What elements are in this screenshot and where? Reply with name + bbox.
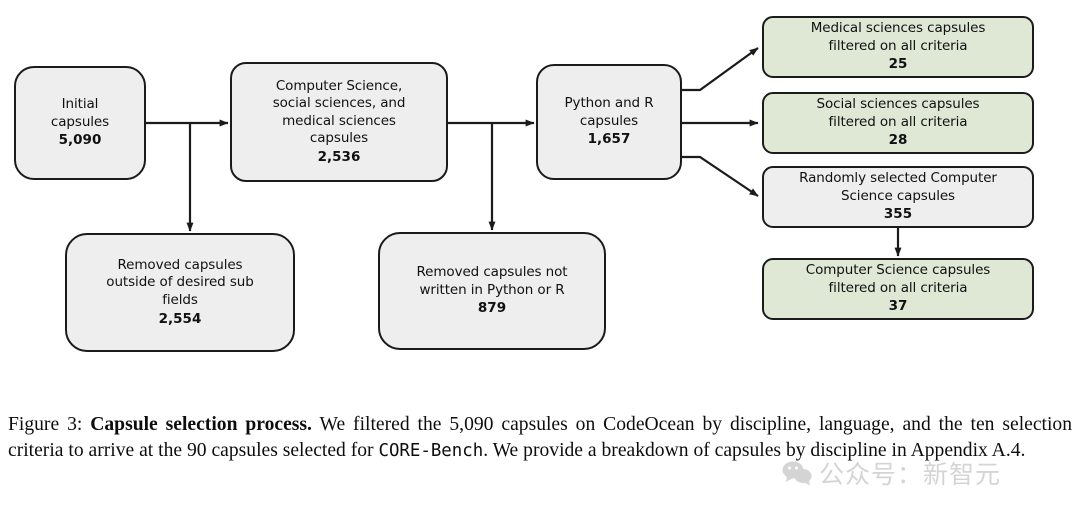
node-python-r-capsules-value: 1,657 (587, 131, 631, 148)
node-computer-science-filtered-value: 37 (888, 298, 908, 315)
node-python-r-capsules-label: Python and R capsules (564, 95, 654, 129)
node-medical-sciences-filtered[interactable]: Medical sciences capsules filtered on al… (762, 16, 1034, 78)
figure-caption: Figure 3: Capsule selection process. We … (8, 412, 1072, 464)
node-randomly-selected-cs-label: Randomly selected Computer Science capsu… (799, 170, 997, 204)
node-initial-capsules-label: Initial capsules (50, 96, 110, 130)
caption-body-part2: . We provide a breakdown of capsules by … (483, 440, 1026, 462)
node-social-sciences-filtered-value: 28 (888, 132, 908, 149)
node-removed-not-python-r[interactable]: Removed capsules not written in Python o… (378, 232, 606, 350)
node-computer-science-filtered-label: Computer Science capsules filtered on al… (805, 262, 991, 296)
node-randomly-selected-cs[interactable]: Randomly selected Computer Science capsu… (762, 166, 1034, 228)
edge-pythonr-to-random-cs (682, 155, 759, 197)
caption-label: Figure 3: (8, 414, 83, 435)
node-removed-outside-subfields-value: 2,554 (158, 310, 202, 327)
node-initial-capsules[interactable]: Initial capsules 5,090 (14, 66, 146, 180)
node-randomly-selected-cs-value: 355 (883, 206, 913, 223)
node-removed-not-python-r-value: 879 (477, 300, 507, 317)
caption-title: Capsule selection process. (90, 414, 312, 435)
node-disciplines-capsules[interactable]: Computer Science, social sciences, and m… (230, 62, 448, 182)
flowchart-figure: Initial capsules 5,090 Computer Science,… (14, 16, 1034, 352)
node-disciplines-capsules-label: Computer Science, social sciences, and m… (272, 77, 406, 147)
node-python-r-capsules[interactable]: Python and R capsules 1,657 (536, 64, 682, 180)
node-computer-science-filtered[interactable]: Computer Science capsules filtered on al… (762, 258, 1034, 320)
caption-benchmark-name: CORE-Bench (378, 441, 484, 462)
caption-body-part1: We filtered the 5,090 capsules on CodeOc… (8, 414, 1073, 462)
node-social-sciences-filtered[interactable]: Social sciences capsules filtered on all… (762, 92, 1034, 154)
node-social-sciences-filtered-label: Social sciences capsules filtered on all… (816, 96, 980, 130)
node-medical-sciences-filtered-label: Medical sciences capsules filtered on al… (810, 20, 986, 54)
edge-pythonr-to-medical (682, 47, 759, 92)
node-removed-outside-subfields[interactable]: Removed capsules outside of desired sub … (65, 233, 295, 352)
node-removed-outside-subfields-label: Removed capsules outside of desired sub … (106, 256, 254, 308)
node-initial-capsules-value: 5,090 (58, 132, 102, 149)
node-medical-sciences-filtered-value: 25 (888, 56, 908, 73)
node-disciplines-capsules-value: 2,536 (317, 148, 361, 165)
node-removed-not-python-r-label: Removed capsules not written in Python o… (416, 264, 568, 298)
